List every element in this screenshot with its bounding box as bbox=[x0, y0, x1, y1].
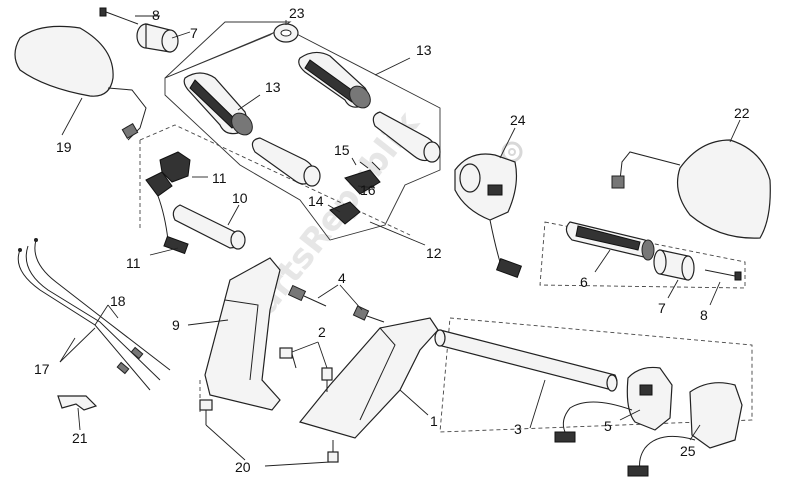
leader-lines bbox=[59, 15, 741, 467]
callout-5: 5 bbox=[604, 418, 612, 434]
callout-17: 17 bbox=[34, 361, 50, 377]
callout-16: 16 bbox=[360, 182, 376, 198]
callout-3: 3 bbox=[514, 421, 522, 437]
callout-14: 14 bbox=[308, 193, 324, 209]
callout-13-left: 13 bbox=[265, 79, 281, 95]
left-switch-frame bbox=[139, 124, 411, 236]
callout-13-right: 13 bbox=[416, 42, 432, 58]
switch-cover bbox=[627, 382, 743, 477]
callout-10: 10 bbox=[232, 190, 248, 206]
right-grip-frame bbox=[539, 221, 746, 289]
washer bbox=[273, 23, 299, 43]
cable-clip bbox=[57, 395, 98, 411]
callout-18: 18 bbox=[110, 293, 126, 309]
lower-screws-20 bbox=[199, 399, 339, 463]
callout-8: 8 bbox=[152, 7, 160, 23]
handlebar-frame bbox=[439, 317, 753, 433]
callout-8-right: 8 bbox=[700, 307, 708, 323]
callout-24: 24 bbox=[510, 112, 526, 128]
callout-2: 2 bbox=[318, 324, 326, 340]
callout-7-right: 7 bbox=[658, 300, 666, 316]
callout-6: 6 bbox=[580, 274, 588, 290]
callout-11-upper: 11 bbox=[212, 170, 227, 186]
grip-left-kit bbox=[183, 72, 321, 187]
right-control-switch bbox=[554, 366, 673, 443]
callout-12: 12 bbox=[426, 245, 442, 261]
callout-9: 9 bbox=[172, 317, 180, 333]
callout-25: 25 bbox=[680, 443, 696, 459]
grip-kit-frame-top bbox=[164, 21, 292, 79]
right-mirror bbox=[611, 139, 771, 239]
right-switch bbox=[454, 153, 523, 279]
switch-housing-small bbox=[329, 161, 381, 225]
callout-19: 19 bbox=[56, 139, 72, 155]
handlebar-tube bbox=[434, 329, 618, 392]
bar-end-weight-right bbox=[653, 249, 695, 281]
riser-screws-2 bbox=[279, 347, 333, 392]
callout-22: 22 bbox=[734, 105, 750, 121]
throttle-cables bbox=[17, 238, 171, 391]
right-grip bbox=[565, 221, 655, 261]
callout-7: 7 bbox=[190, 25, 198, 41]
bar-end-weight-left bbox=[136, 23, 179, 53]
throttle-tube bbox=[172, 204, 246, 250]
callout-15: 15 bbox=[334, 142, 350, 158]
grip-right-kit bbox=[298, 51, 441, 163]
callout-23: 23 bbox=[289, 5, 305, 21]
callout-1: 1 bbox=[430, 413, 438, 429]
callout-11-lower: 11 bbox=[126, 255, 141, 271]
callout-21: 21 bbox=[72, 430, 88, 446]
bar-end-screw-right bbox=[704, 269, 742, 281]
mounting-screws-4 bbox=[287, 284, 385, 323]
bar-end-screw-left bbox=[99, 7, 139, 25]
callout-20: 20 bbox=[235, 459, 251, 475]
grip-kit-frame bbox=[164, 27, 441, 241]
left-mirror bbox=[14, 25, 147, 141]
callout-4: 4 bbox=[338, 270, 346, 286]
callout-labels: 8 7 19 23 13 13 11 10 11 15 16 14 12 24 … bbox=[34, 5, 750, 475]
left-switch bbox=[145, 151, 191, 255]
handlebar-riser-left bbox=[204, 257, 281, 411]
